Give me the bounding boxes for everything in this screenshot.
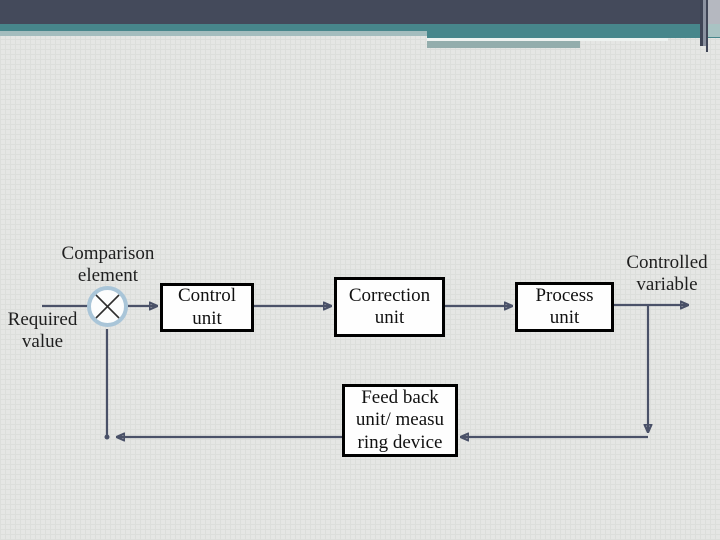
control-unit-box: Control unit — [160, 283, 254, 332]
controlled-variable-label: Controlled variable — [626, 252, 708, 296]
summing-junction — [87, 286, 128, 327]
header-corner-accent-line-middle — [703, 0, 706, 46]
comparison-element-label: Comparison element — [61, 243, 155, 287]
header-navy-bar — [0, 0, 720, 24]
header-light-teal-stripe — [0, 31, 720, 36]
riser-joint-dot — [104, 434, 110, 440]
header-gray-teal-stripe — [427, 41, 580, 48]
required-value-label: Required value — [7, 309, 78, 353]
header-teal-right-block — [427, 24, 720, 38]
header-corner-light-teal-patch — [708, 24, 720, 37]
header-teal-bar — [0, 24, 720, 31]
header-corner-accent-line-left — [700, 0, 703, 46]
correction-unit-box: Correction unit — [334, 277, 445, 337]
feedback-unit-box: Feed back unit/ measu ring device — [342, 384, 458, 457]
header-corner-accent-band — [708, 0, 720, 24]
header-corner-accent-line-right — [706, 0, 708, 52]
header-white-stripe — [427, 38, 668, 41]
process-unit-box: Process unit — [515, 282, 614, 332]
x-cross-icon — [95, 294, 120, 319]
